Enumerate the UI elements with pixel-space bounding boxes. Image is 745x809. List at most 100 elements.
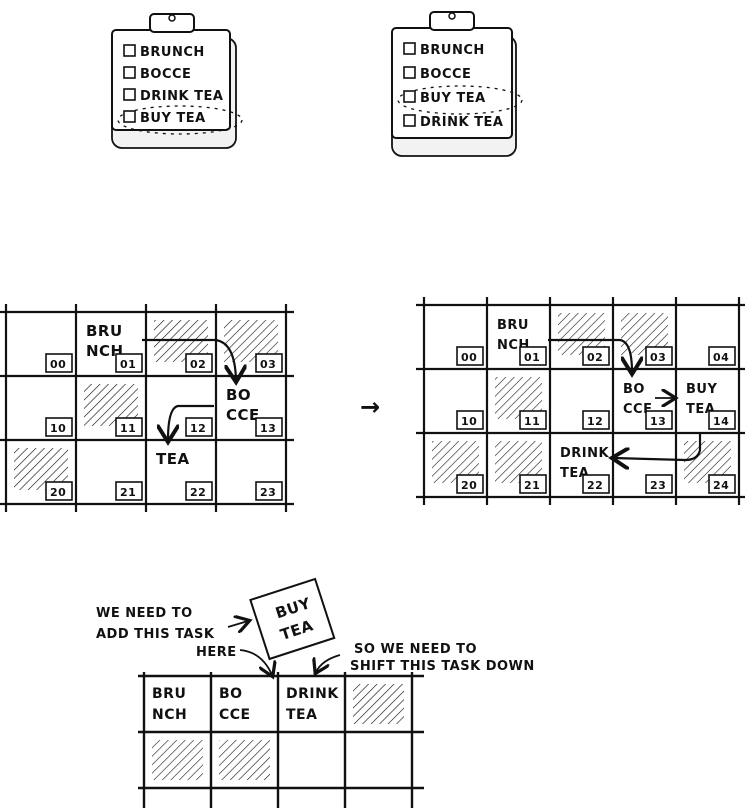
cell-address: 00	[50, 358, 66, 371]
checkbox-icon	[403, 66, 416, 79]
cell-address: 00	[461, 351, 477, 364]
memory-cell: 11	[84, 384, 143, 437]
memory-cell: 11	[495, 377, 547, 430]
cell-text: CCE	[623, 402, 652, 417]
cell-text: TEA	[286, 707, 317, 723]
cell-text: BO	[226, 386, 251, 404]
note-left-line-3: HERE	[196, 645, 237, 660]
memory-cell: 21	[115, 481, 143, 501]
memory-cell: 04	[708, 346, 736, 366]
pointer-arrow	[168, 404, 214, 440]
address-box	[456, 346, 484, 366]
used-cell-hatch	[219, 740, 270, 780]
cell-text: NCH	[86, 342, 124, 360]
cell-address: 20	[50, 486, 66, 499]
note-right-line-2: SHIFT THIS TASK DOWN	[350, 659, 535, 674]
cell-text: CCE	[219, 707, 251, 723]
array-diagram: BRUNCH BO CCE DRINK TEA	[138, 672, 424, 808]
note-right-line-1: SO WE NEED TO	[354, 642, 477, 657]
pointer-arrow	[548, 338, 632, 372]
address-box	[185, 353, 213, 373]
cell-address: 13	[650, 415, 666, 428]
address-box	[708, 346, 736, 366]
cell-address: 14	[713, 415, 729, 428]
address-box	[645, 474, 673, 494]
cell-text: BRU	[86, 322, 123, 340]
note-arrow	[239, 649, 272, 675]
cell-text: BRU	[152, 686, 186, 702]
memory-cell: 20	[432, 441, 484, 494]
cell-address: 12	[190, 422, 206, 435]
address-box	[456, 410, 484, 430]
array-cell	[152, 740, 203, 780]
address-box	[645, 410, 673, 430]
memory-cell: 12	[582, 410, 610, 430]
clipboard-item: BRUNCH	[403, 42, 484, 58]
address-box	[115, 417, 143, 437]
address-box	[255, 353, 283, 373]
cell-text: TEA	[156, 450, 190, 468]
pointer-arrow	[142, 338, 236, 380]
memory-cell: 24	[684, 441, 736, 494]
cell-address: 23	[260, 486, 276, 499]
cell-address: 03	[260, 358, 276, 371]
address-box	[645, 346, 673, 366]
note-left-line-2: ADD THIS TASK	[96, 627, 215, 642]
checkbox-icon	[123, 44, 136, 57]
address-box	[708, 410, 736, 430]
cell-text: BRU	[497, 318, 529, 333]
memory-cell: 23	[645, 474, 673, 494]
cell-address: 11	[524, 415, 540, 428]
memory-cell: 00	[456, 346, 484, 366]
pointer-arrows-after	[548, 338, 702, 460]
memory-cell: 03	[224, 320, 283, 373]
new-task-card: BUY TEA	[249, 577, 336, 661]
pointer-arrows-before	[142, 338, 236, 440]
cell-address: 01	[120, 358, 136, 371]
array-cell: BRUNCH	[152, 686, 187, 723]
highlight-marks	[397, 85, 523, 115]
pointer-arrow	[614, 432, 702, 460]
cell-address: 12	[587, 415, 603, 428]
address-box	[115, 353, 143, 373]
cell-text: CCE	[226, 406, 260, 424]
checkbox-icon	[403, 90, 416, 103]
address-box	[708, 474, 736, 494]
clipboard-item: DRINK TEA	[123, 88, 223, 104]
clipboard-item: BUY TEA	[117, 105, 243, 135]
cell-text: BO	[219, 686, 243, 702]
checkbox-icon	[403, 114, 416, 127]
array-notes: WE NEED TO ADD THIS TASK HERE BUY TEA SO…	[96, 577, 535, 675]
cell-address: 03	[650, 351, 666, 364]
memory-cell: 12	[185, 417, 213, 437]
array-cell: BO CCE	[219, 686, 251, 723]
clipboard-item: DRINK TEA	[403, 114, 503, 130]
cell-address: 04	[713, 351, 729, 364]
cell-address: 24	[713, 479, 729, 492]
address-box	[582, 346, 610, 366]
cell-text: BUY	[686, 382, 717, 397]
address-box	[45, 481, 73, 501]
clipboard-item: BRUNCH	[123, 44, 204, 60]
checkbox-icon	[123, 66, 136, 79]
clipboard-clip	[429, 11, 475, 31]
address-box	[45, 353, 73, 373]
cell-address: 02	[190, 358, 206, 371]
note-arrow	[316, 654, 341, 672]
cell-address: 10	[50, 422, 66, 435]
cell-address: 10	[461, 415, 477, 428]
note-arrow	[227, 621, 248, 627]
clipboard-item-label: DRINK TEA	[140, 89, 223, 104]
address-box	[519, 474, 547, 494]
new-task-card-box	[249, 577, 336, 661]
cell-text: DRINK	[286, 686, 339, 702]
